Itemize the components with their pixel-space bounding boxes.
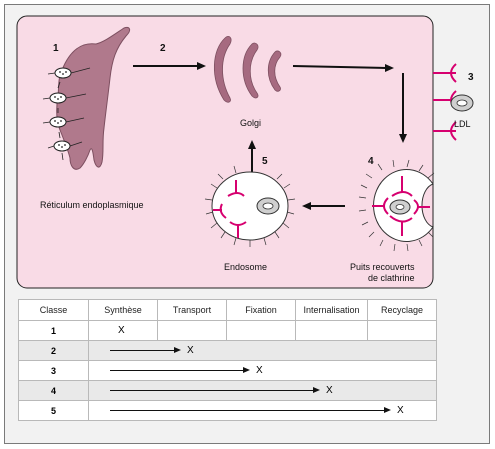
- progress-arrow-head: [243, 367, 250, 373]
- table-row: 1 X: [18, 320, 437, 341]
- header-fixation: Fixation: [226, 299, 296, 321]
- table-row: 3 X: [18, 360, 437, 381]
- block-mark: X: [187, 345, 194, 356]
- endosome-label: Endosome: [224, 262, 267, 272]
- diagram-panel: [16, 15, 434, 289]
- progress-arrow-line: [110, 370, 243, 371]
- header-recyclage: Recyclage: [367, 299, 437, 321]
- header-transport: Transport: [157, 299, 227, 321]
- row-track: X: [88, 320, 158, 341]
- progress-arrow-line: [110, 410, 384, 411]
- block-mark: X: [397, 405, 404, 416]
- class-cell: 5: [18, 400, 89, 421]
- coated-pit: [358, 159, 435, 252]
- endosome: [204, 165, 296, 247]
- progress-arrow-line: [110, 390, 313, 391]
- flow-arrows: [133, 62, 407, 210]
- block-mark: X: [326, 385, 333, 396]
- block-mark: X: [256, 365, 263, 376]
- progress-arrow-line: [110, 350, 174, 351]
- golgi-label: Golgi: [240, 118, 261, 128]
- ldl-particle: [450, 94, 474, 112]
- row-track: X: [88, 400, 437, 421]
- step-1-number: 1: [53, 43, 59, 54]
- header-internalisation: Internalisation: [295, 299, 368, 321]
- coated-pits-label-line1: Puits recouverts: [350, 262, 415, 272]
- ldl-pathway-diagram: 1 2 3 4 5 Réticulum endoplasmique Golgi …: [16, 15, 474, 289]
- class-cell: 4: [18, 380, 89, 401]
- step-5-number: 5: [262, 156, 268, 167]
- header-classe: Classe: [18, 299, 89, 321]
- class-cell: 1: [18, 320, 89, 341]
- row-track: X: [88, 340, 437, 361]
- golgi-cisternae: [213, 36, 282, 103]
- progress-arrow-head: [384, 407, 391, 413]
- table-row: 5 X: [18, 400, 437, 421]
- ldl-label: LDL: [454, 119, 471, 129]
- block-mark: X: [118, 325, 125, 336]
- mutation-class-table: Classe Synthèse Transport Fixation Inter…: [18, 299, 437, 421]
- reticulum-shape: [56, 27, 131, 170]
- table-row: 2 X: [18, 340, 437, 361]
- header-synthese: Synthèse: [88, 299, 158, 321]
- progress-arrow-head: [174, 347, 181, 353]
- class-cell: 3: [18, 360, 89, 381]
- step-4-number: 4: [368, 156, 374, 167]
- row-track: X: [88, 360, 437, 381]
- progress-arrow-head: [313, 387, 320, 393]
- table-header-row: Classe Synthèse Transport Fixation Inter…: [18, 299, 437, 321]
- reticulum-label: Réticulum endoplasmique: [40, 200, 144, 210]
- row-track: X: [88, 380, 437, 401]
- step-2-number: 2: [160, 43, 166, 54]
- class-cell: 2: [18, 340, 89, 361]
- coated-pits-label-line2: de clathrine: [368, 273, 415, 283]
- step-3-number: 3: [468, 72, 474, 83]
- table-row: 4 X: [18, 380, 437, 401]
